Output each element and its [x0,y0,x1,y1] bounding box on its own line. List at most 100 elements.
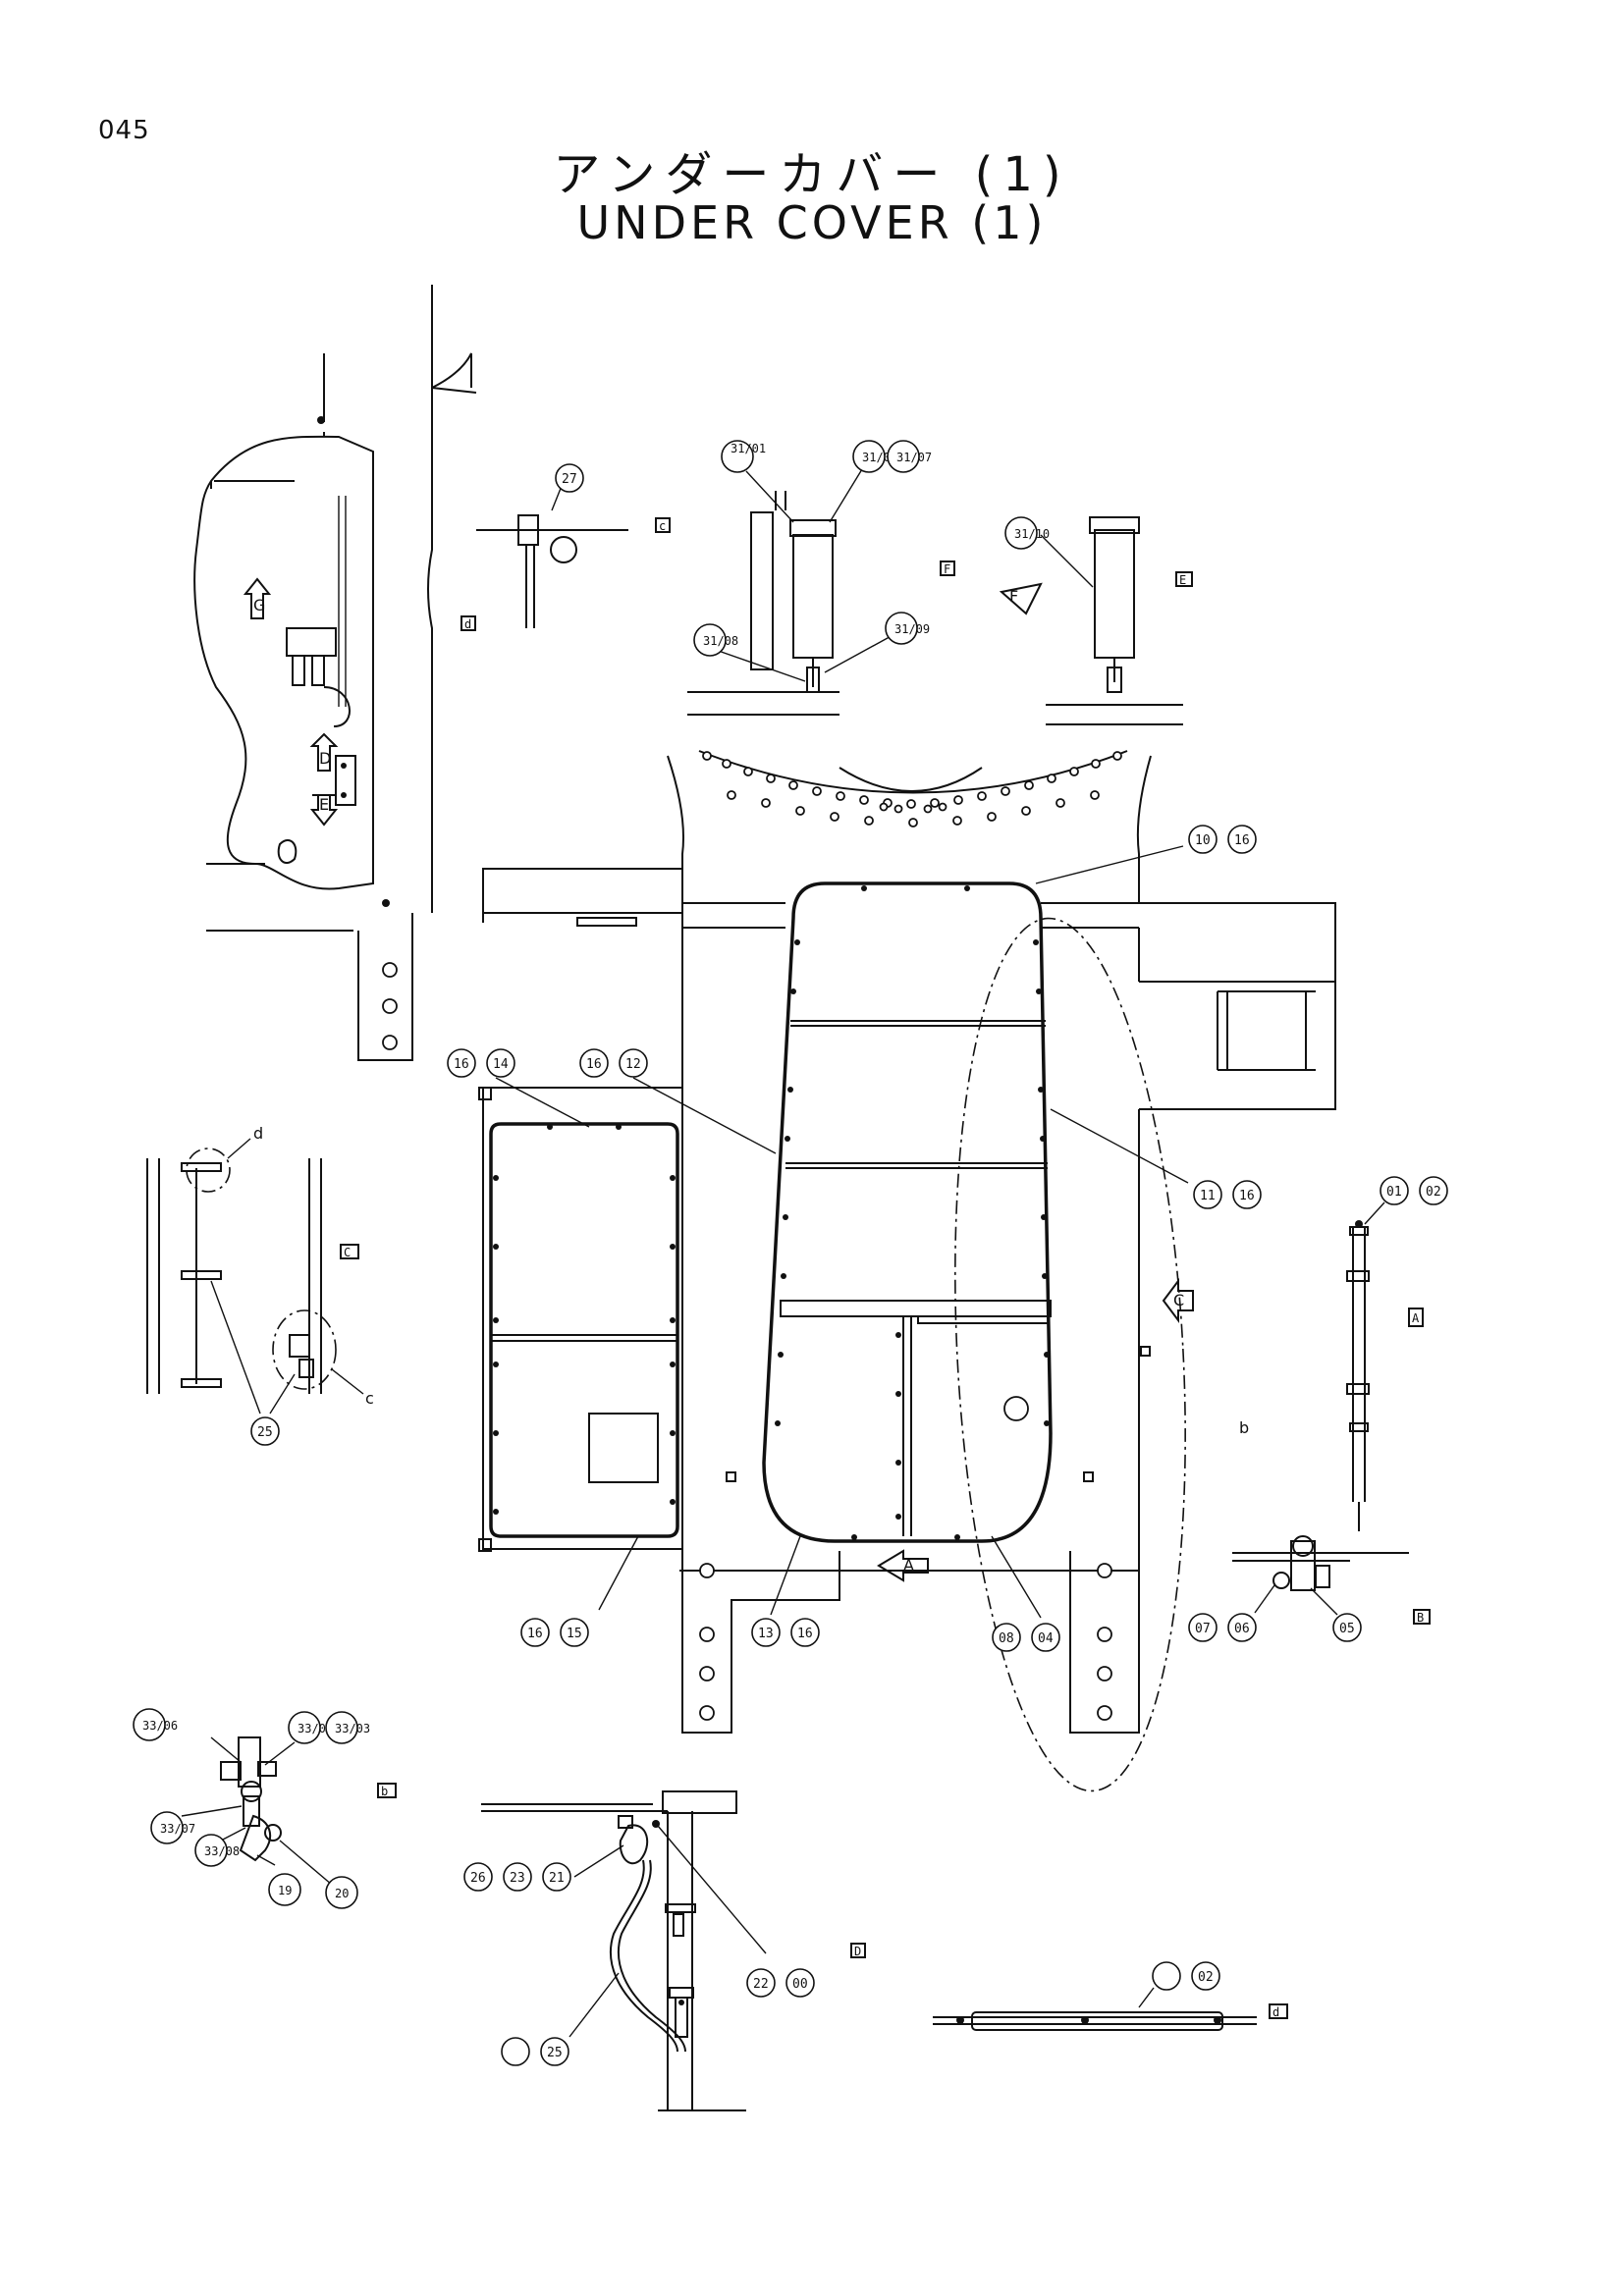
detail-cylinder-right: 31/10 E [1004,516,1193,725]
callout-07: 07 [1188,1613,1218,1642]
svg-text:33/07: 33/07 [160,1822,195,1836]
callout-04: 04 [1031,1623,1060,1652]
svg-text:10: 10 [1195,833,1211,848]
callout-33-08: 20 [325,1876,358,1909]
svg-text:21: 21 [549,1871,565,1886]
view-letter-a-box: A [1412,1311,1420,1325]
main-frame [482,750,1336,1734]
view-letter-c-box: C [344,1246,351,1259]
callout-23: 00 [785,1968,815,1998]
left-cover-bolts [493,1124,676,1515]
svg-text:15: 15 [567,1627,582,1641]
page-title-japanese: アンダーカバー (1) [553,147,1071,202]
view-letter-d-detail: c [365,1389,374,1408]
detail-ellipse: b C [954,917,1249,1792]
callout-05: 05 [1332,1613,1362,1642]
center-cover: A [762,881,1053,1582]
callout-10: 10 [1188,825,1218,854]
callout-11: 11 [1193,1180,1222,1209]
callout-16a: 16 [1227,825,1257,854]
svg-text:16: 16 [527,1627,543,1641]
detail-bar-lower: 02 d [933,1961,1288,2031]
svg-text:14: 14 [493,1057,509,1072]
left-side-cover [478,1087,682,1552]
svg-text:22: 22 [753,1977,769,1992]
svg-text:07: 07 [1195,1622,1211,1636]
callout-31-09: 31/09 [885,612,930,645]
callout-33-02: 33/05 [288,1711,333,1744]
view-letter-d-box: D [854,1945,861,1958]
svg-text:13: 13 [758,1627,774,1641]
view-letter-e-box: E [1179,573,1186,587]
callout-31-07: 31/07 [887,440,932,473]
svg-text:31/08: 31/08 [703,634,738,648]
svg-text:05: 05 [1339,1622,1355,1636]
view-letter-f-arrow: F [1009,587,1018,606]
svg-text:31/01: 31/01 [731,442,766,455]
view-letter-c-detail: d [253,1124,263,1143]
callout-00 [1152,1961,1181,1991]
callout-27: 27 [555,463,584,493]
callout-25b: 25 [540,2037,569,2066]
callout-16f: 16 [790,1618,820,1647]
callout-16c: 16 [447,1048,476,1078]
svg-text:33/03: 33/03 [335,1722,370,1735]
view-letter-b-detail: b [381,1785,388,1798]
callout-20: 22 [746,1968,776,1998]
svg-text:00: 00 [792,1977,808,1992]
callout-01: 01 [1380,1176,1409,1205]
callout-21: 23 [503,1862,532,1892]
detail-fittings: 33/06 33/05 33/03 33/07 33/08 19 20 b [133,1708,397,1909]
callout-08: 08 [992,1623,1021,1652]
view-letter-f-box: F [944,562,950,576]
svg-text:02: 02 [1198,1970,1214,1985]
view-letter-b-small: b [1239,1418,1249,1437]
callout-02a: 02 [1419,1176,1448,1205]
svg-text:16: 16 [454,1057,469,1072]
callout-16d: 16 [579,1048,609,1078]
callout-33-01: 33/03 [325,1711,370,1744]
svg-text:31/10: 31/10 [1014,527,1050,541]
view-letter-b-box: B [1417,1611,1424,1625]
svg-text:23: 23 [510,1871,525,1886]
page-number: 045 [98,116,150,145]
view-letter-c: d [464,617,471,631]
svg-text:16: 16 [586,1057,602,1072]
svg-text:16: 16 [1239,1189,1255,1203]
view-letter-e: E [319,795,329,814]
callout-31-08: 31/08 [693,623,738,657]
view-letter-c-arrow: C [1173,1291,1184,1309]
detail-c-d: d c 25 C [146,1124,374,1446]
callout-33-05: 33/07 [150,1811,195,1844]
svg-text:31/07: 31/07 [896,451,932,464]
main-callouts: 10 16 11 16 16 14 16 12 16 15 13 16 08 0… [447,825,1262,1652]
callout-26 [501,2037,530,2066]
detail-cylinder-left: 31/01 31/06 31/07 31/08 31/09 F F [687,440,1043,716]
callout-14: 14 [486,1048,515,1078]
svg-text:11: 11 [1200,1189,1216,1203]
svg-text:20: 20 [335,1887,349,1900]
callout-02b: 02 [1191,1961,1220,1991]
svg-text:31/09: 31/09 [894,622,930,636]
callout-16b: 16 [1232,1180,1262,1209]
svg-text:01: 01 [1386,1185,1402,1200]
callout-16e: 16 [520,1618,550,1647]
svg-text:27: 27 [562,472,577,487]
callout-33-06: 33/08 [194,1834,240,1867]
callout-13: 13 [751,1618,781,1647]
detail-a: 01 02 A [1346,1176,1448,1531]
detail-b: 07 06 05 B [1188,1535,1431,1642]
view-letter-d: D [319,749,331,768]
svg-text:12: 12 [625,1057,641,1072]
svg-text:19: 19 [278,1884,292,1897]
svg-text:06: 06 [1234,1622,1250,1636]
callout-22: 26 [463,1862,493,1892]
callout-33-03: 33/06 [133,1708,178,1741]
swing-circle-bolts [702,751,1122,828]
callout-12: 12 [619,1048,648,1078]
svg-text:25: 25 [547,2046,563,2060]
callout-25a: 25 [250,1416,280,1446]
svg-text:16: 16 [797,1627,813,1641]
callout-31-10: 31/10 [1004,516,1050,550]
